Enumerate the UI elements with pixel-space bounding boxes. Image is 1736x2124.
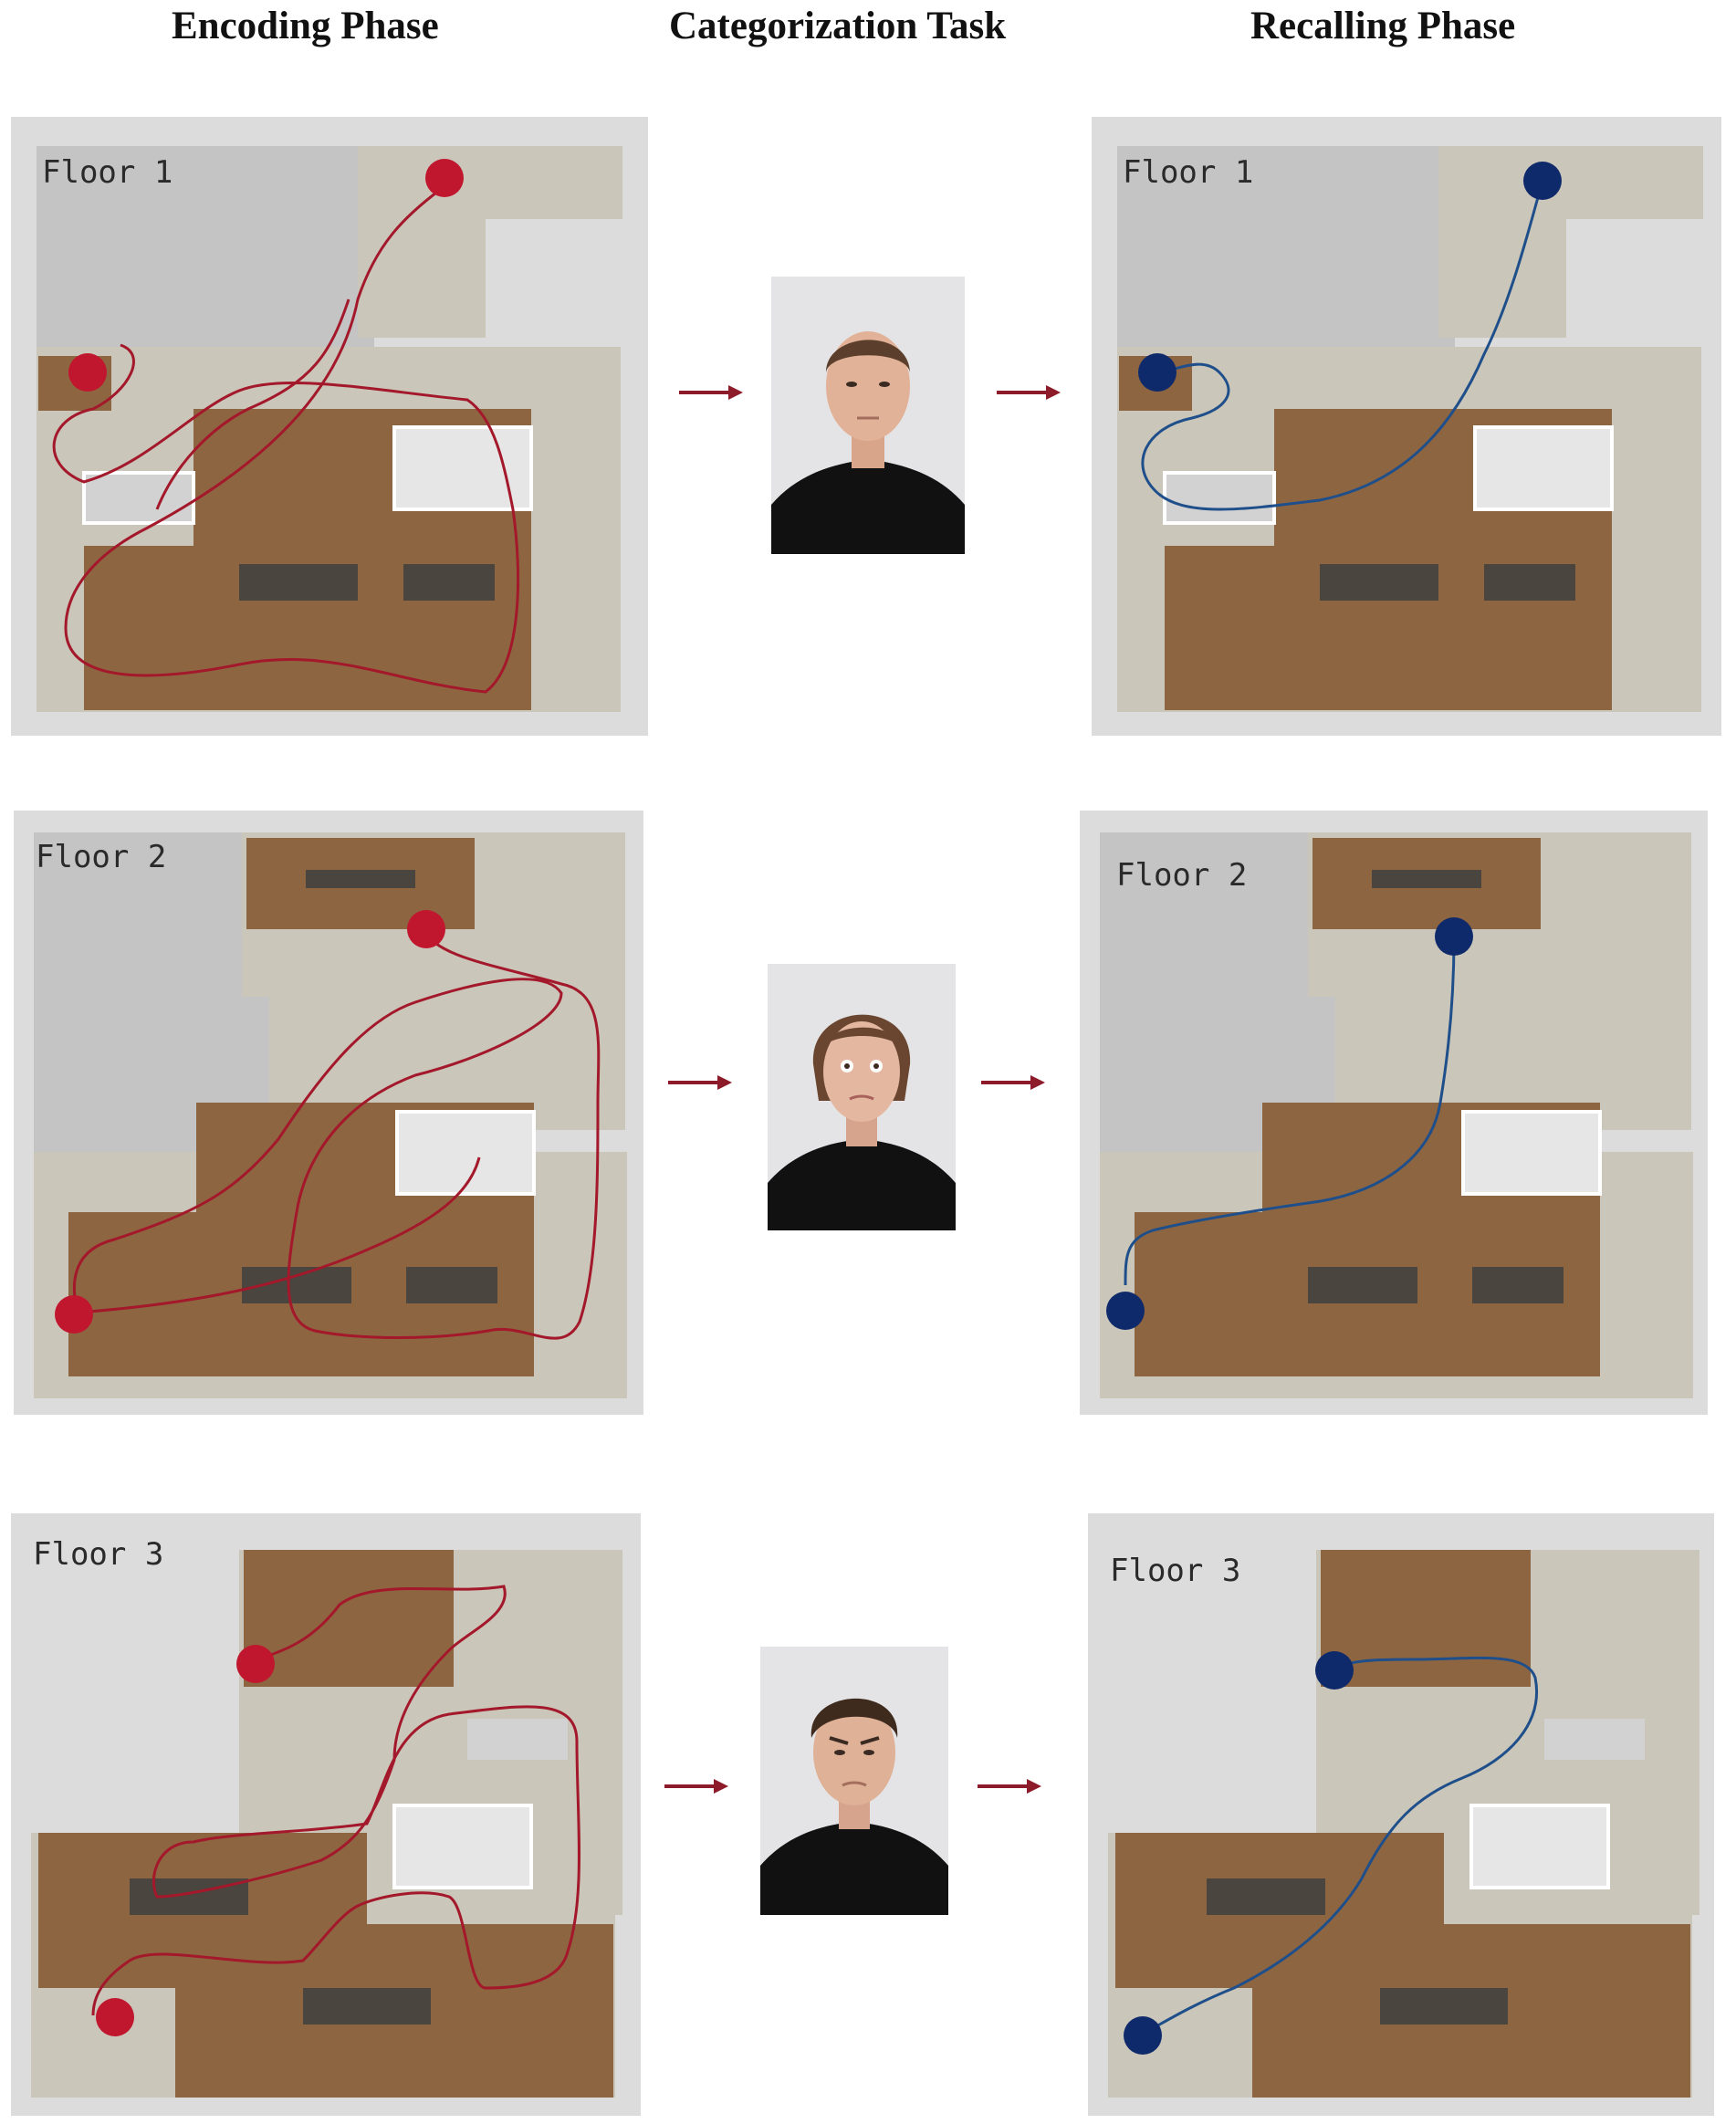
recall-floor-2-map: Floor 2 [1080,811,1708,1415]
encoding-floor-2-map: Floor 2 [14,811,643,1415]
categorization-task-title: Categorization Task [669,5,1007,47]
encoding-floor-1-map: Floor 1 [11,117,648,736]
arrow-to-face-3 [663,1777,730,1795]
floor-label: Floor 3 [1110,1553,1240,1589]
floor-label: Floor 3 [33,1536,163,1573]
arrow-to-recall-1 [995,383,1062,402]
floor-label: Floor 1 [42,154,173,191]
arrow-to-recall-2 [979,1073,1047,1092]
neutral-male-face-photo [771,277,965,554]
arrow-to-recall-3 [976,1777,1043,1795]
angry-male-face-photo [760,1647,948,1915]
recall-floor-1-map: Floor 1 [1092,117,1721,736]
recall-floor-3-map: Floor 3 [1088,1513,1714,2116]
encoding-floor-3-map: Floor 3 [11,1513,641,2116]
floor-label: Floor 2 [1116,857,1247,894]
arrow-to-face-2 [666,1073,734,1092]
arrow-to-face-1 [677,383,745,402]
fearful-female-face-photo [768,964,956,1230]
floor-label: Floor 1 [1123,154,1253,191]
recalling-phase-title: Recalling Phase [1250,5,1516,47]
floor-label: Floor 2 [36,839,166,875]
encoding-phase-title: Encoding Phase [172,5,439,47]
